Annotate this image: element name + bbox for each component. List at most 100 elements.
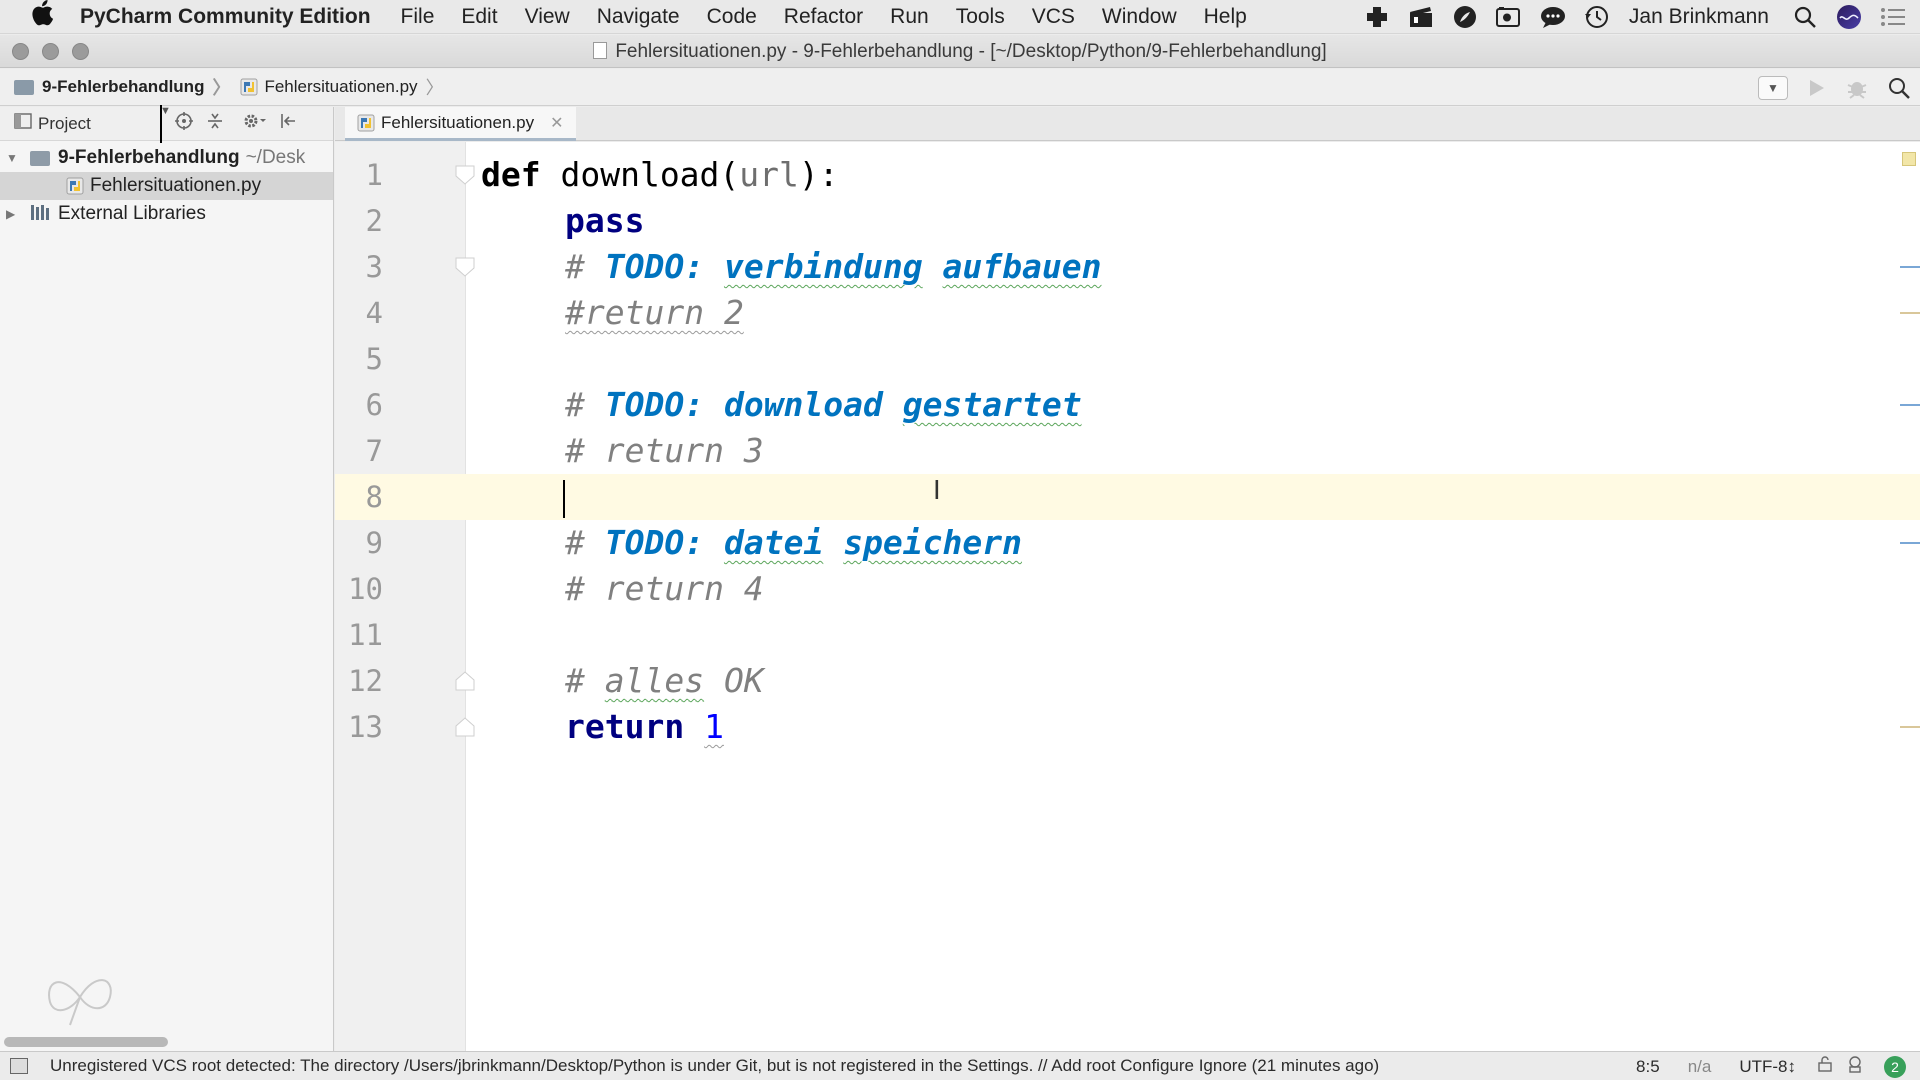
status-message[interactable]: Unregistered VCS root detected: The dire… (50, 1056, 1380, 1075)
code-line[interactable]: 9 # TODO: datei speichern (335, 520, 1920, 566)
code-text (563, 474, 565, 520)
tree-row-root[interactable]: ▼ 9-Fehlerbehandlung ~/Desk (0, 144, 333, 172)
tab-fehlersituationen[interactable]: Fehlersituationen.py ✕ (345, 107, 576, 141)
todo-marker[interactable] (1900, 266, 1920, 268)
close-window-button[interactable] (12, 43, 29, 60)
code-line[interactable]: 1 def download(url): (335, 152, 1920, 198)
close-tab-icon[interactable]: ✕ (550, 114, 564, 132)
run-configuration-dropdown[interactable]: ▼ (1758, 75, 1788, 100)
time-machine-icon[interactable] (1584, 4, 1610, 30)
line-number-gutter (335, 142, 466, 1051)
menu-vcs[interactable]: VCS (1031, 4, 1075, 28)
debug-icon[interactable] (1846, 77, 1868, 99)
window-title: Fehlersituationen.py - 9-Fehlerbehandlun… (0, 41, 1920, 63)
fold-marker-icon[interactable] (454, 671, 476, 691)
line-number: 6 (365, 388, 383, 422)
chat-bubble-icon[interactable] (1540, 4, 1566, 30)
line-number: 12 (348, 664, 383, 698)
zoom-window-button[interactable] (72, 43, 89, 60)
menu-code[interactable]: Code (706, 4, 757, 28)
breadcrumb-file[interactable]: Fehlersituationen.py 〉 (240, 74, 444, 100)
project-tool-window: Project ▼ ▼ 9-Fehlerbehandlung ~/Desk Fe… (0, 104, 334, 1051)
breadcrumb-project-label: 9-Fehlerbehandlung (42, 77, 205, 96)
current-code-line[interactable]: 8 (335, 474, 1920, 520)
breadcrumb-project[interactable]: 9-Fehlerbehandlung 〉 (14, 74, 230, 100)
chevron-down-icon: ▼ (1758, 75, 1788, 100)
todo-marker[interactable] (1900, 404, 1920, 406)
tree-row-external-libraries[interactable]: ▶ External Libraries (0, 200, 333, 228)
menu-refactor[interactable]: Refactor (783, 4, 864, 28)
expand-arrow-icon[interactable]: ▼ (6, 151, 18, 165)
locate-file-icon[interactable] (175, 112, 193, 135)
code-line[interactable]: 6 # TODO: download gestartet (335, 382, 1920, 428)
root-folder-path: ~/Desk (245, 147, 306, 168)
menu-window[interactable]: Window (1101, 4, 1177, 28)
notification-center-icon[interactable] (1880, 4, 1906, 30)
warning-marker[interactable] (1900, 312, 1920, 314)
document-icon (593, 42, 608, 59)
spotlight-search-icon[interactable] (1792, 4, 1818, 30)
code-text: # return 3 (565, 431, 764, 470)
expand-arrow-icon[interactable]: ▶ (6, 207, 16, 221)
caret-position[interactable]: 8:5 (1636, 1056, 1660, 1076)
tool-windows-toggle-icon[interactable] (10, 1058, 28, 1074)
search-everywhere-icon[interactable] (1888, 77, 1910, 99)
code-line[interactable]: 4 #return 2 (335, 290, 1920, 336)
menu-view[interactable]: View (524, 4, 570, 28)
tree-row-file[interactable]: Fehlersituationen.py (0, 172, 333, 200)
project-view-label: Project (38, 113, 91, 133)
code-text: def download(url): (481, 155, 839, 194)
menu-edit[interactable]: Edit (461, 4, 498, 28)
line-number: 3 (365, 250, 383, 284)
folder-icon (30, 150, 50, 166)
code-line[interactable]: 10 # return 4 (335, 566, 1920, 612)
hide-panel-icon[interactable] (279, 112, 297, 135)
event-log-badge[interactable]: 2 (1884, 1055, 1906, 1078)
settings-gear-icon[interactable] (242, 112, 266, 135)
minimize-window-button[interactable] (42, 43, 59, 60)
inspector-icon[interactable] (1846, 1055, 1864, 1078)
error-stripe[interactable] (1898, 142, 1920, 1051)
code-line[interactable]: 5 (335, 336, 1920, 382)
fold-marker-icon[interactable] (454, 717, 476, 737)
clapperboard-icon[interactable] (1408, 4, 1434, 30)
horizontal-scrollbar[interactable] (4, 1037, 168, 1047)
lock-icon[interactable] (1818, 1056, 1832, 1077)
tree-file-name: Fehlersituationen.py (90, 175, 262, 196)
code-line[interactable]: 12 # alles OK (335, 658, 1920, 704)
menu-run[interactable]: Run (890, 4, 929, 28)
line-separator-status[interactable]: n/a (1687, 1056, 1712, 1076)
project-panel-header: Project ▼ (0, 104, 333, 143)
libraries-icon (30, 203, 52, 226)
project-view-selector[interactable]: Project ▼ (14, 104, 171, 143)
todo-marker[interactable] (1900, 542, 1920, 544)
menu-navigate[interactable]: Navigate (596, 4, 680, 28)
warning-marker[interactable] (1900, 726, 1920, 728)
apple-icon[interactable] (28, 0, 58, 33)
butterfly-logo-icon (48, 979, 112, 1026)
fold-marker-icon[interactable] (454, 257, 476, 277)
collapse-all-icon[interactable] (206, 112, 224, 135)
inspection-status-icon[interactable] (1902, 152, 1916, 166)
run-icon[interactable] (1808, 78, 1826, 98)
code-line[interactable]: 11 (335, 612, 1920, 658)
folder-icon (14, 79, 34, 95)
menu-tools[interactable]: Tools (955, 4, 1005, 28)
code-editor[interactable]: 1 def download(url): 2 pass 3 # TODO: ve… (335, 142, 1920, 1051)
app-name-menu[interactable]: PyCharm Community Edition (80, 4, 371, 28)
user-name[interactable]: Jan Brinkmann (1628, 5, 1769, 28)
leaf-icon[interactable] (1452, 4, 1478, 30)
code-line[interactable]: 3 # TODO: verbindung aufbauen (335, 244, 1920, 290)
file-encoding[interactable]: UTF-8↕ (1739, 1056, 1796, 1076)
status-bar: Unregistered VCS root detected: The dire… (0, 1051, 1920, 1080)
fold-marker-icon[interactable] (454, 165, 476, 185)
code-line[interactable]: 7 # return 3 (335, 428, 1920, 474)
video-camera-icon[interactable] (1495, 4, 1522, 30)
code-line[interactable]: 2 pass (335, 198, 1920, 244)
tab-label: Fehlersituationen.py (381, 112, 535, 132)
siri-icon[interactable] (1836, 4, 1862, 30)
menu-file[interactable]: File (400, 4, 435, 28)
plus-cross-icon[interactable] (1364, 4, 1390, 30)
menu-help[interactable]: Help (1203, 4, 1247, 28)
code-line[interactable]: 13 return 1 (335, 704, 1920, 750)
